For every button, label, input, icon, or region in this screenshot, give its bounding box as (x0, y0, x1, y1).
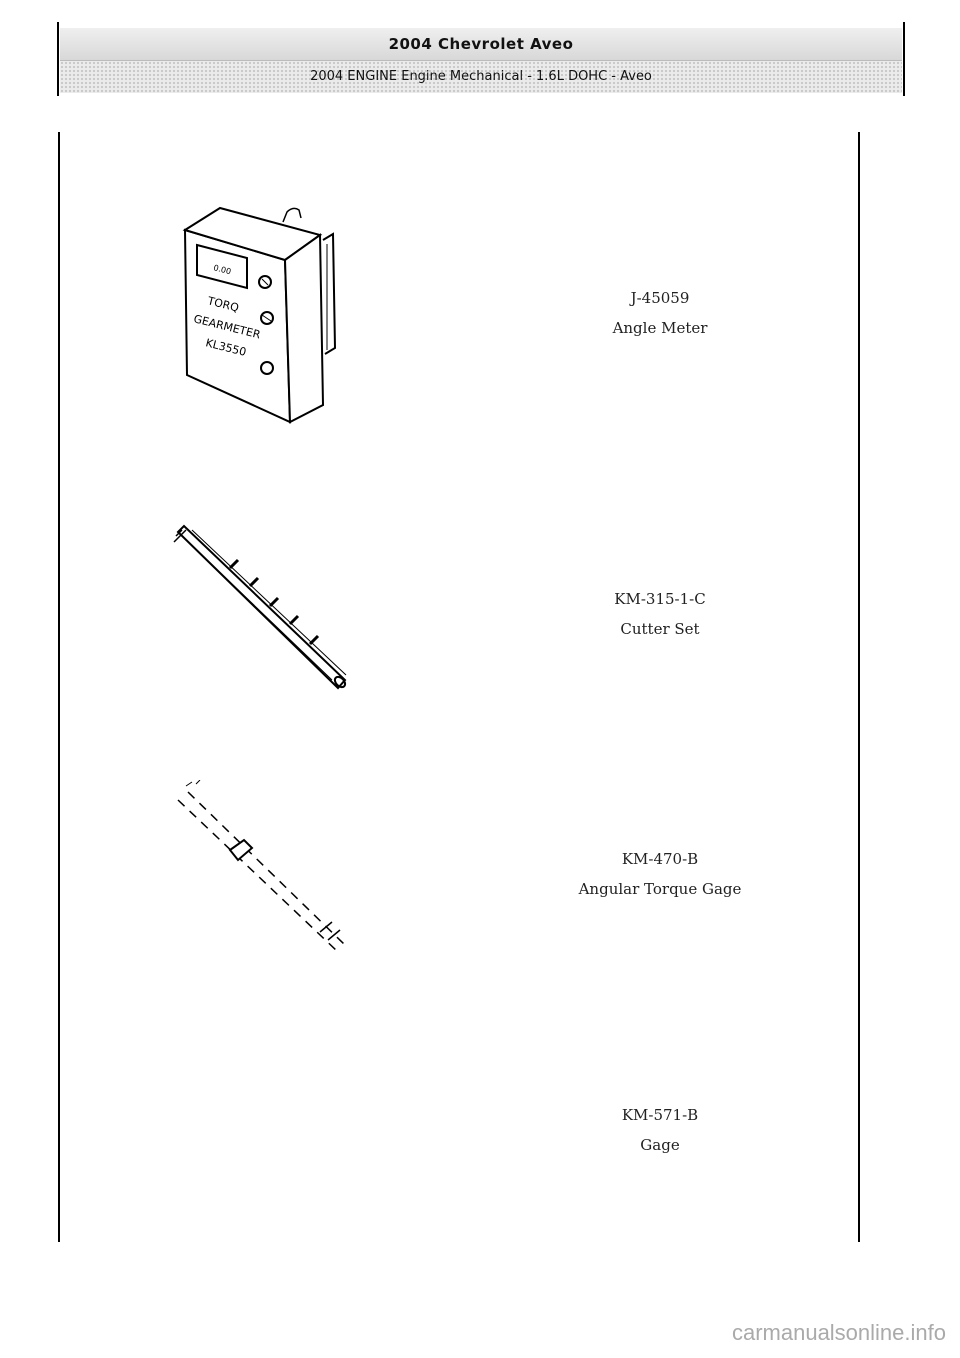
header-left-border (57, 22, 59, 96)
cutter-set-icon (173, 524, 347, 690)
document-subtitle-text: 2004 ENGINE Engine Mechanical - 1.6L DOH… (310, 69, 652, 84)
tool-part-number: KM-571-B (621, 1106, 699, 1124)
tool-label-1: J-45059 Angle Meter (520, 283, 800, 343)
angle-meter-icon: 0.00 TORQ GEARMETER KL3550 (182, 206, 337, 424)
tool-name: Angular Torque Gage (578, 880, 742, 898)
tool-name: Angle Meter (612, 319, 708, 337)
tool-part-number: J-45059 (630, 289, 690, 307)
header-right-border (903, 22, 905, 96)
tool-part-number: KM-470-B (621, 850, 699, 868)
tool-name: Gage (640, 1136, 680, 1154)
tool-label-2: KM-315-1-C Cutter Set (520, 584, 800, 644)
table-right-border (858, 132, 860, 1242)
watermark: carmanualsonline.info (731, 1320, 946, 1345)
document-title: 2004 Chevrolet Aveo (60, 28, 902, 61)
tool-label-4: KM-571-B Gage (520, 1100, 800, 1160)
tool-name: Cutter Set (620, 620, 700, 638)
angle-meter-display-text: 0.00 (213, 263, 232, 276)
angular-torque-gage-icon (177, 780, 346, 953)
tool-part-number: KM-315-1-C (614, 590, 706, 608)
table-left-border (58, 132, 60, 1242)
document-subtitle: 2004 ENGINE Engine Mechanical - 1.6L DOH… (60, 61, 902, 93)
tool-label-3: KM-470-B Angular Torque Gage (520, 844, 800, 904)
